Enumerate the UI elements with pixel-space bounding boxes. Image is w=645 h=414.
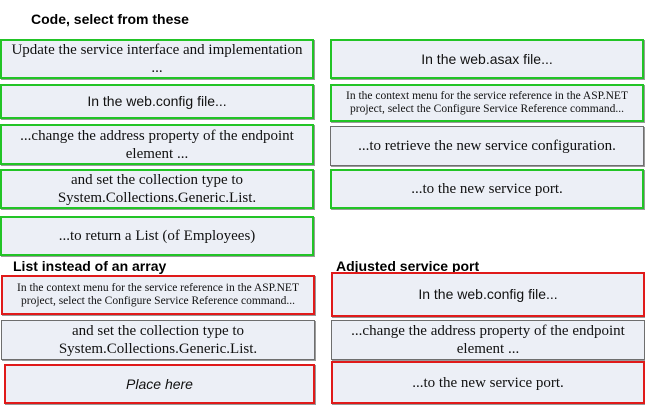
option-collection-type[interactable]: and set the collection type to System.Co…: [0, 169, 314, 209]
option-label: In the web.asax file...: [421, 50, 553, 67]
slot-label: In the context menu for the service refe…: [17, 281, 299, 307]
option-label: ...to retrieve the new service configura…: [358, 138, 616, 154]
option-new-service-port[interactable]: ...to the new service port.: [330, 169, 644, 209]
slot-label: and set the collection type to System.Co…: [58, 323, 258, 357]
heading-port-target: Adjusted service port: [336, 258, 480, 274]
list-slot-3-placeholder[interactable]: Place here: [4, 364, 315, 404]
option-configure-service-reference[interactable]: In the context menu for the service refe…: [330, 84, 644, 122]
port-slot-2[interactable]: ...change the address property of the en…: [331, 320, 645, 360]
option-label: In the web.config file...: [87, 93, 227, 110]
list-slot-1[interactable]: In the context menu for the service refe…: [1, 275, 315, 315]
option-web-asax[interactable]: In the web.asax file...: [330, 39, 644, 79]
option-update-service[interactable]: Update the service interface and impleme…: [0, 39, 314, 79]
option-return-list[interactable]: ...to return a List (of Employees): [0, 216, 314, 256]
option-label: Update the service interface and impleme…: [11, 42, 303, 76]
heading-code-options: Code, select from these: [31, 11, 189, 27]
option-label: ...to return a List (of Employees): [58, 228, 256, 244]
port-slot-3[interactable]: ...to the new service port.: [331, 361, 645, 404]
option-label: In the context menu for the service refe…: [346, 89, 628, 115]
slot-label: ...change the address property of the en…: [351, 323, 625, 357]
slot-label: In the web.config file...: [418, 286, 558, 303]
option-change-address[interactable]: ...change the address property of the en…: [0, 124, 314, 165]
option-label: ...change the address property of the en…: [20, 127, 294, 162]
heading-list-target: List instead of an array: [13, 258, 167, 274]
option-label: and set the collection type to System.Co…: [57, 172, 257, 206]
list-slot-2[interactable]: and set the collection type to System.Co…: [1, 320, 315, 360]
port-slot-1[interactable]: In the web.config file...: [331, 272, 645, 317]
option-retrieve-config[interactable]: ...to retrieve the new service configura…: [330, 126, 644, 166]
option-web-config[interactable]: In the web.config file...: [0, 84, 314, 119]
slot-label: ...to the new service port.: [412, 374, 564, 391]
slot-placeholder-label: Place here: [126, 375, 193, 392]
option-label: ...to the new service port.: [411, 181, 563, 197]
